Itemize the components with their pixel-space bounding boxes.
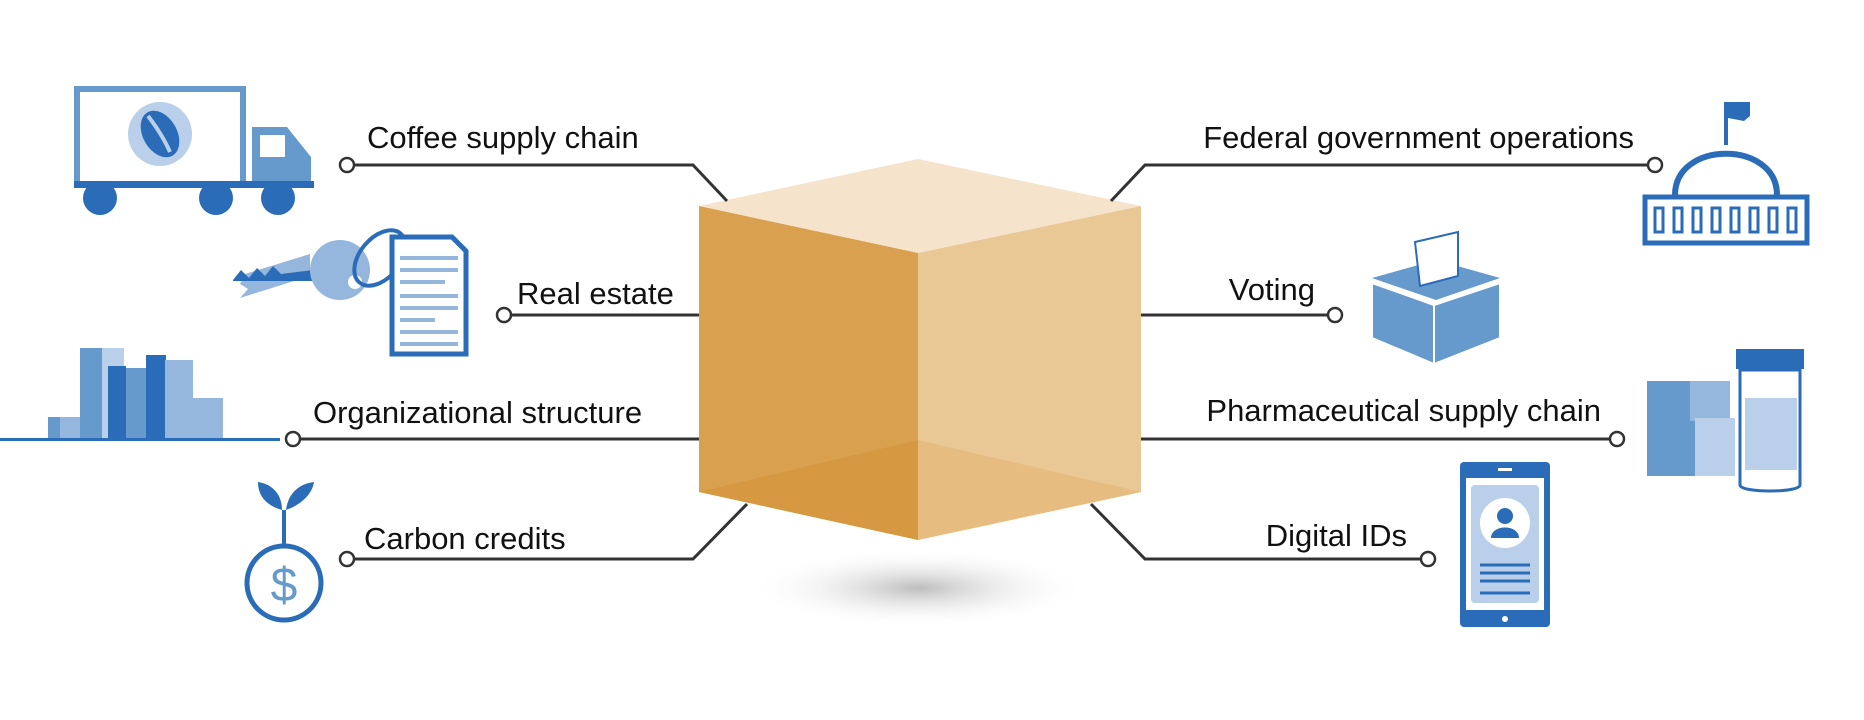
connector-voting [1141, 306, 1344, 324]
blockchain-cube [699, 159, 1141, 540]
medicine-package-icon [1647, 349, 1804, 493]
phone-id-icon [1460, 462, 1550, 627]
ballot-box-icon [1371, 230, 1501, 366]
label-voting: Voting [1229, 272, 1315, 307]
capitol-icon [1642, 102, 1810, 246]
label-real-estate: Real estate [517, 276, 674, 311]
label-digital-ids: Digital IDs [1266, 518, 1407, 553]
dollar-sign: $ [271, 559, 298, 612]
cube-shadow [748, 548, 1088, 628]
connector-organizational [284, 430, 699, 448]
plant-dollar-icon: $ [244, 482, 324, 623]
label-carbon-credits: Carbon credits [364, 521, 566, 556]
connector-coffee [338, 156, 729, 203]
buildings-icon [0, 348, 280, 441]
connector-real-estate [495, 306, 699, 324]
label-federal-government-operations: Federal government operations [1203, 120, 1634, 155]
label-organizational-structure: Organizational structure [313, 395, 642, 430]
truck-coffee-icon [74, 86, 314, 215]
key-document-icon [233, 228, 469, 357]
connector-federal [1109, 156, 1664, 203]
connector-digital-ids [1089, 502, 1437, 568]
connector-pharma [1141, 430, 1626, 448]
connector-carbon [338, 502, 749, 568]
label-pharmaceutical-supply-chain: Pharmaceutical supply chain [1206, 393, 1601, 428]
label-coffee-supply-chain: Coffee supply chain [367, 120, 639, 155]
